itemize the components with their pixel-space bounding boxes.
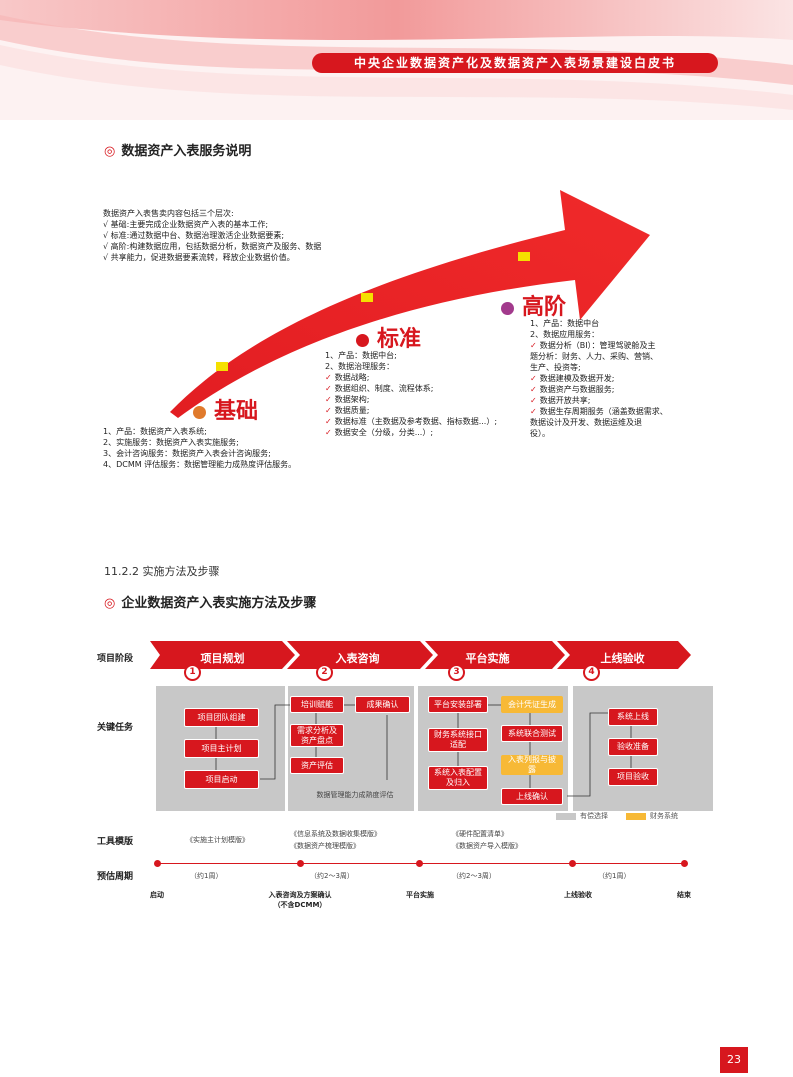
duration-1: （约1周） xyxy=(190,872,223,880)
task-master-plan: 项目主计划 xyxy=(184,739,259,758)
row-label-tools: 工具模版 xyxy=(97,837,134,847)
row-label-phase: 项目阶段 xyxy=(97,654,134,664)
stage-list-basic: 1、产品：数据资产入表系统; 2、实施服务：数据资产入表实施服务; 3、会计咨询… xyxy=(103,427,297,469)
task-joint-testing: 系统联合测试 xyxy=(501,725,563,742)
stage-title-basic: 基础 xyxy=(193,393,258,425)
dot-icon xyxy=(193,405,206,419)
growth-arrow xyxy=(170,190,650,418)
timeline-dot xyxy=(297,860,304,867)
milestone-acceptance: 上线验收 xyxy=(564,891,592,899)
phase-label-implementation: 平台实施 xyxy=(465,652,510,665)
legend-swatch-paid xyxy=(556,813,576,820)
task-voucher-generation: 会计凭证生成 xyxy=(501,696,563,713)
milestone-start: 启动 xyxy=(150,891,164,899)
task-connectors xyxy=(215,704,632,797)
task-asset-evaluation: 资产评估 xyxy=(290,757,344,774)
check-icon: ✓ xyxy=(530,341,537,350)
check-icon: ✓ xyxy=(530,385,537,394)
timeline-dot xyxy=(154,860,161,867)
stage-title-standard: 标准 xyxy=(356,321,421,353)
header-title: 中央企业数据资产化及数据资产入表场景建设白皮书 xyxy=(312,53,718,73)
phase-number-2: 2 xyxy=(316,664,333,681)
task-entry-config: 系统入表配置 及归入 xyxy=(428,766,488,790)
task-training: 培训赋能 xyxy=(290,696,344,713)
task-kickoff: 项目启动 xyxy=(184,770,259,789)
arrow-marker xyxy=(361,293,373,302)
milestone-end: 结束 xyxy=(677,891,691,899)
section-title-steps: ◎企业数据资产入表实施方法及步骤 xyxy=(104,596,317,611)
tool-templates-3: 《硬件配置清单》 《数据资产导入模版》 xyxy=(452,830,522,850)
task-requirement-analysis: 需求分析及 资产盘点 xyxy=(290,724,344,747)
arrow-marker xyxy=(518,252,530,261)
dot-icon xyxy=(356,333,369,347)
check-icon: ✓ xyxy=(325,384,332,393)
phase-number-1: 1 xyxy=(184,664,201,681)
phase-label-consulting: 入表咨询 xyxy=(335,652,380,665)
duration-3: （约2～3周） xyxy=(452,872,496,880)
phase-number-4: 4 xyxy=(583,664,600,681)
check-icon: ✓ xyxy=(530,374,537,383)
task-disclosure: 入表列报与披 露 xyxy=(501,755,563,775)
milestone-implementation: 平台实施 xyxy=(406,891,434,899)
check-icon: ✓ xyxy=(530,407,537,416)
task-team-setup: 项目团队组建 xyxy=(184,708,259,727)
task-interface-adapt: 财务系统接口 适配 xyxy=(428,728,488,752)
task-result-confirmation: 成果确认 xyxy=(355,696,410,713)
task-platform-install: 平台安装部署 xyxy=(428,696,488,713)
task-system-launch: 系统上线 xyxy=(608,708,658,726)
arrow-marker xyxy=(216,362,228,371)
phase-label-planning: 项目规划 xyxy=(200,652,245,665)
dot-icon xyxy=(501,301,514,315)
legend-label-finance: 财务系统 xyxy=(650,812,678,820)
tool-templates-1: 《实施主计划模版》 xyxy=(186,836,249,844)
duration-2: （约2～3周） xyxy=(310,872,354,880)
phase-chevrons xyxy=(150,641,691,669)
section-title-service: ◎数据资产入表服务说明 xyxy=(104,144,252,159)
subsection-number-title: 11.2.2 实施方法及步骤 xyxy=(104,565,220,578)
task-go-live-confirm: 上线确认 xyxy=(501,788,563,805)
duration-4: （约1周） xyxy=(598,872,631,880)
row-label-period: 预估周期 xyxy=(97,872,134,882)
check-icon: ✓ xyxy=(325,395,332,404)
tool-templates-2: 《信息系统及数据收集模版》 《数据资产梳理模版》 xyxy=(290,830,381,850)
phase-label-acceptance: 上线验收 xyxy=(600,652,645,665)
phase-number-3: 3 xyxy=(448,664,465,681)
legend-label-paid: 有偿选择 xyxy=(580,812,608,820)
check-icon: ✓ xyxy=(325,417,332,426)
timeline-dot xyxy=(416,860,423,867)
milestone-consulting: 入表咨询及方案确认 （不含DCMM） xyxy=(268,891,332,909)
timeline-dot xyxy=(681,860,688,867)
page-number: 23 xyxy=(720,1047,748,1073)
check-icon: ✓ xyxy=(530,396,537,405)
dcmm-note: 数据管理能力成熟度评估 xyxy=(316,791,394,799)
check-icon: ✓ xyxy=(325,428,332,437)
stage-list-standard: 1、产品：数据中台; 2、数据治理服务： ✓数据战略; ✓数据组织、制度、流程体… xyxy=(325,351,498,437)
ring-icon: ◎ xyxy=(104,144,116,159)
stage-list-advanced: 1、产品：数据中台 2、数据应用服务： ✓数据分析（BI）：管理驾驶舱及主 题分… xyxy=(530,319,668,438)
ring-icon: ◎ xyxy=(104,596,116,611)
row-label-tasks: 关键任务 xyxy=(97,723,134,733)
intro-text: 数据资产入表售卖内容包括三个层次: √ 基础:主要完成企业数据资产入表的基本工作… xyxy=(103,209,322,262)
timeline-dot xyxy=(569,860,576,867)
task-project-acceptance: 项目验收 xyxy=(608,768,658,786)
task-acceptance-prep: 验收准备 xyxy=(608,738,658,756)
legend-swatch-finance xyxy=(626,813,646,820)
check-icon: ✓ xyxy=(325,373,332,382)
check-icon: ✓ xyxy=(325,406,332,415)
stage-title-advanced: 高阶 xyxy=(501,289,566,321)
